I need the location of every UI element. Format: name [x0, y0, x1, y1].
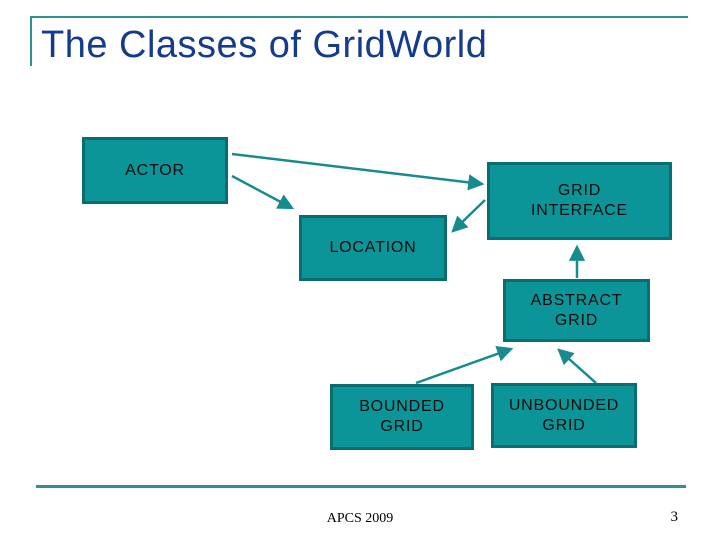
class-box-label: GRID	[554, 311, 599, 329]
class-box-label: GRID	[557, 182, 602, 199]
class-box-label: INTERFACE	[531, 202, 628, 219]
slide-title: The Classes of GridWorld	[41, 24, 488, 66]
header-rule-horizontal	[30, 16, 688, 18]
connector-bounded-grid-to-abstract-grid	[415, 346, 514, 385]
class-box-label: LOCATION	[329, 239, 417, 256]
class-box-actor: ACTOR	[82, 137, 228, 204]
connector-unbounded-grid-to-abstract-grid	[557, 348, 597, 384]
class-box-unbounded-grid: UNBOUNDED GRID	[491, 383, 637, 448]
footer-label: APCS 2009	[326, 511, 394, 526]
class-box-label: ABSTRACT	[530, 291, 623, 309]
footer-rule	[36, 485, 686, 488]
page-number: 3	[670, 509, 679, 525]
class-box-location: LOCATION	[299, 215, 447, 281]
class-box-abstract-grid: ABSTRACT GRID	[503, 279, 650, 342]
class-box-label: BOUNDED	[359, 398, 445, 415]
class-box-label: GRID	[380, 418, 424, 435]
class-box-label: GRID	[542, 416, 586, 434]
class-box-label: UNBOUNDED	[508, 396, 620, 414]
class-box-label: ACTOR	[125, 161, 185, 179]
connector-grid-interface-to-location	[451, 199, 486, 233]
class-box-grid-interface: GRID INTERFACE	[487, 162, 672, 240]
class-box-bounded-grid: BOUNDED GRID	[330, 384, 474, 450]
connector-actor-to-grid-interface	[231, 152, 485, 191]
connector-actor-to-location	[231, 174, 295, 210]
header-rule-vertical	[30, 16, 32, 66]
